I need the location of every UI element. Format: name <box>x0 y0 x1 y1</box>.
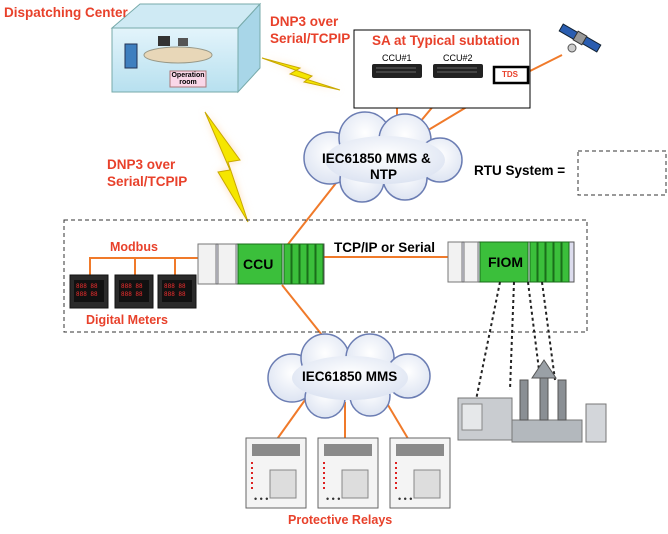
fiom-field-wires <box>475 281 556 401</box>
ccu2-label: CCU#2 <box>443 53 473 63</box>
cloud-bottom <box>267 333 431 419</box>
protective-relays-label: Protective Relays <box>288 513 393 527</box>
ccu1-server-icon <box>372 64 422 78</box>
ccu1-label: CCU#1 <box>382 53 412 63</box>
link-modbus-bus <box>89 257 198 275</box>
rtu-system-label: RTU System = <box>474 163 566 178</box>
cloud-top <box>303 111 463 203</box>
dnp3-top-line2: Serial/TCPIP <box>270 31 351 46</box>
svg-text:• • •: • • • <box>254 494 268 504</box>
cloud-top-line2: NTP <box>370 167 397 182</box>
ccu2-server-icon <box>433 64 483 78</box>
svg-text:• • •: • • • <box>398 494 412 504</box>
digital-meter-2: 888 88 888 88 <box>114 274 154 309</box>
operation-room-sign <box>169 70 207 88</box>
tds-label: TDS <box>502 70 518 79</box>
svg-text:888 88: 888 88 <box>76 291 98 298</box>
cloud-bottom-label: IEC61850 MMS <box>302 369 398 384</box>
fiom-device-label: FIOM <box>488 254 523 270</box>
digital-meters-label: Digital Meters <box>86 313 168 327</box>
dnp3-top-line1: DNP3 over <box>270 14 339 29</box>
dnp3-left-line1: DNP3 over <box>107 157 176 172</box>
digital-meter-3: 888 88 888 88 <box>157 274 197 309</box>
rtu-legend-box <box>577 150 667 196</box>
modbus-label: Modbus <box>110 240 158 254</box>
link-cloud-ccu <box>284 177 341 249</box>
lightning-bolt-left-icon <box>204 111 249 223</box>
svg-text:• • •: • • • <box>326 494 340 504</box>
ccu-device-label: CCU <box>243 256 274 272</box>
protective-relay-2: • • • <box>317 437 379 509</box>
dispatching-center-room <box>110 2 262 94</box>
ccu-rack <box>197 243 325 285</box>
svg-text:888 88: 888 88 <box>164 283 186 290</box>
switchgear-equipment-icon <box>457 359 607 443</box>
tcpip-serial-label: TCP/IP or Serial <box>334 240 436 255</box>
lightning-bolt-top-icon <box>261 57 341 91</box>
fiom-rack <box>447 241 575 283</box>
dnp3-left-line2: Serial/TCPIP <box>107 174 188 189</box>
link-tds-satellite <box>527 54 563 73</box>
rtu-system-boundary <box>63 219 588 333</box>
dispatching-center-title: Dispatching Center <box>4 5 128 20</box>
substation-title: SA at Typical subtation <box>372 33 520 48</box>
svg-text:888 88: 888 88 <box>164 291 186 298</box>
link-cloud-relay3 <box>384 399 411 443</box>
svg-text:888 88: 888 88 <box>121 283 143 290</box>
svg-text:888 88: 888 88 <box>76 283 98 290</box>
protective-relay-1: • • • <box>245 437 307 509</box>
protective-relay-3: • • • <box>389 437 451 509</box>
operation-room-label: Operation room <box>171 72 205 86</box>
digital-meter-1: 888 88 888 88 <box>69 274 109 309</box>
tds-box <box>492 65 530 85</box>
cloud-top-line1: IEC61850 MMS & <box>322 151 431 166</box>
svg-text:888 88: 888 88 <box>121 291 143 298</box>
link-cloud-relay1 <box>274 399 306 443</box>
satellite-icon <box>558 23 602 53</box>
